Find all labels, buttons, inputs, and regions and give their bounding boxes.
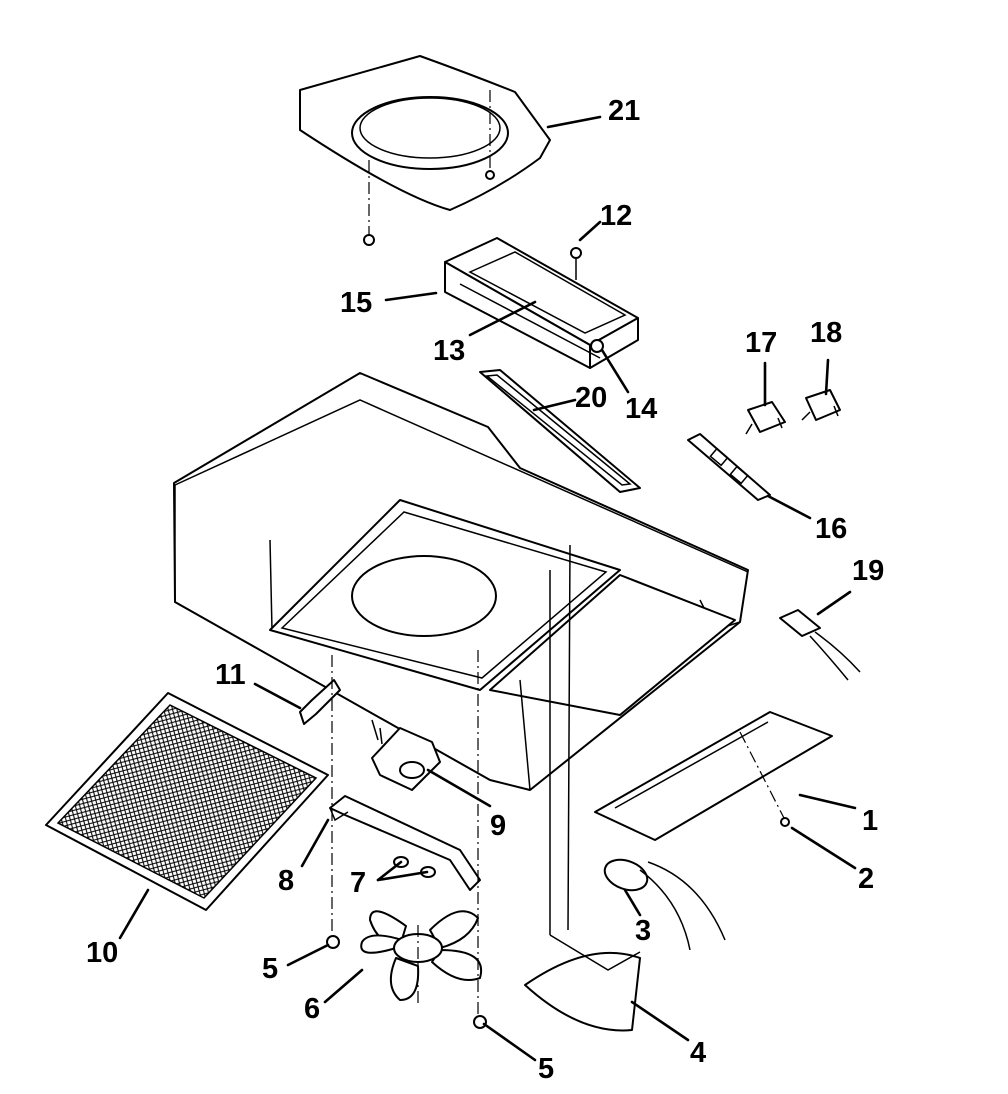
duct-connector (444, 237, 639, 369)
callout-14: 14 (625, 393, 657, 425)
leader-3 (623, 888, 642, 917)
terminal-block (779, 609, 861, 681)
callout-numbers: 21 12 15 13 14 20 17 18 16 19 11 9 1 2 8… (86, 95, 884, 1085)
callout-9: 9 (490, 810, 506, 842)
leader-5a (286, 943, 330, 967)
callout-15: 15 (340, 287, 372, 319)
leader-21 (546, 115, 602, 129)
callout-7: 7 (350, 867, 366, 899)
vent-panel (479, 369, 641, 493)
callout-11: 11 (215, 659, 246, 691)
fan-motor (371, 719, 441, 791)
mounting-screw-left (326, 655, 340, 949)
callout-3: 3 (635, 915, 651, 947)
leader-8 (300, 818, 330, 868)
leader-10 (118, 888, 150, 940)
blower-cover (524, 544, 641, 1032)
damper-screw (570, 247, 582, 280)
leader-13 (468, 300, 537, 337)
grease-filter (45, 692, 329, 911)
switch-fan (801, 389, 841, 421)
callout-21: 21 (608, 95, 640, 127)
callout-13: 13 (433, 335, 465, 367)
callout-5a: 5 (262, 953, 278, 985)
callout-10: 10 (86, 937, 118, 969)
leader-2 (790, 826, 857, 870)
round-duct-plate (299, 55, 551, 246)
leader-16 (766, 494, 812, 520)
callout-1: 1 (862, 805, 878, 837)
callout-16: 16 (815, 513, 847, 545)
callout-4: 4 (690, 1037, 706, 1069)
switch-light (745, 401, 786, 435)
leader-12 (578, 220, 602, 242)
leader-4 (630, 1000, 690, 1042)
damper-plate (468, 251, 627, 334)
leader-19 (816, 590, 852, 616)
leader-1 (798, 793, 857, 810)
leader-18 (824, 358, 830, 396)
leader-6 (323, 968, 364, 1004)
damper-pivot (590, 339, 604, 353)
hood-body (173, 372, 749, 791)
switch-plate (687, 433, 771, 501)
leader-20 (532, 398, 577, 412)
fan-blade (360, 910, 483, 1005)
leader-9 (426, 768, 492, 808)
callout-8: 8 (278, 865, 294, 897)
leader-15 (384, 291, 438, 302)
trim-screw (780, 817, 790, 827)
callout-12: 12 (600, 200, 632, 232)
leader-11 (253, 682, 302, 710)
side-trim-panel (594, 711, 833, 841)
callout-18: 18 (810, 317, 842, 349)
leader-5b (482, 1022, 537, 1062)
callout-5b: 5 (538, 1053, 554, 1085)
leader-7b (376, 870, 429, 882)
motor-capacitor (603, 858, 726, 951)
mounting-screw-right (473, 650, 487, 1029)
filter-clip (299, 679, 341, 725)
callout-17: 17 (745, 327, 777, 359)
callout-2: 2 (858, 863, 874, 895)
leader-lines (118, 115, 857, 1062)
leader-14 (600, 348, 630, 394)
callout-6: 6 (304, 993, 320, 1025)
callout-19: 19 (852, 555, 884, 587)
leader-7a (376, 860, 403, 882)
callout-20: 20 (575, 382, 607, 414)
